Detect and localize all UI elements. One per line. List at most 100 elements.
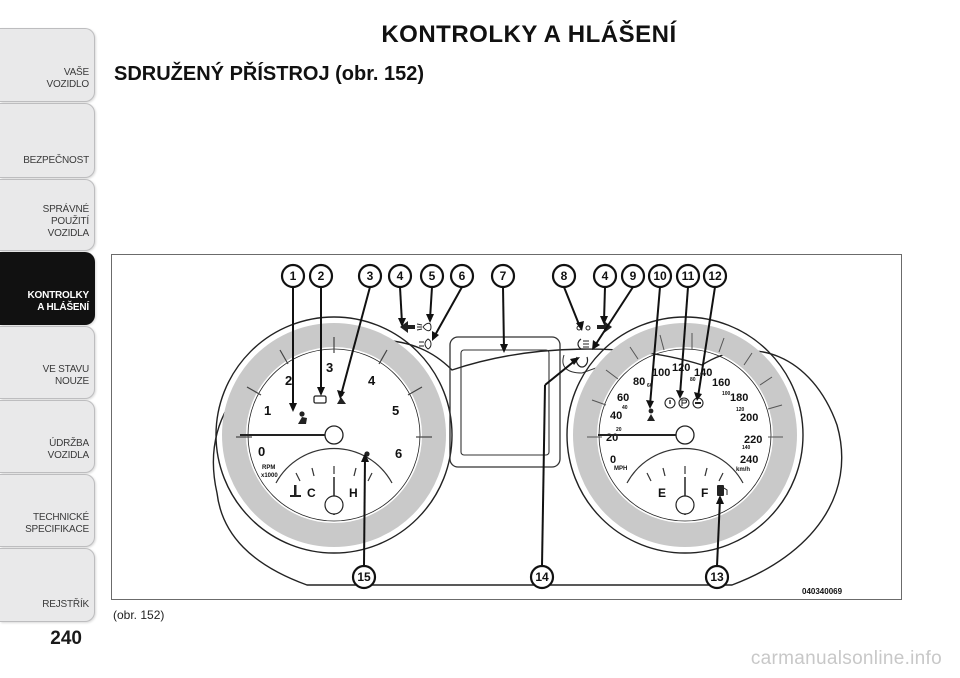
tach-num-2: 2: [285, 373, 292, 388]
page-number: 240: [50, 628, 82, 649]
tab-bezpecnost[interactable]: BEZPEČNOST: [0, 103, 95, 178]
low-beam-icon: [416, 322, 432, 332]
callout-1: 1: [280, 263, 306, 289]
tab-label: VAŠE VOZIDLO: [46, 67, 90, 90]
section-title: SDRUŽENÝ PŘÍSTROJ (obr. 152): [114, 63, 425, 85]
tab-label: BEZPEČNOST: [23, 155, 89, 166]
speed-mph-100: 100: [722, 391, 731, 397]
tab-label: REJSTŘÍK: [42, 599, 89, 610]
tachometer-outer: [215, 316, 453, 554]
callout-leaders: [292, 286, 721, 567]
tab-label: TECHNICKÉ SPECIFIKACE: [25, 512, 89, 535]
brake-warning-icon: [664, 397, 676, 409]
svg-text:8: 8: [561, 269, 568, 283]
svg-text:6: 6: [459, 269, 466, 283]
callout-15: 15: [351, 564, 377, 590]
center-display-screen: [460, 349, 550, 456]
speed-kmh-220: 220: [744, 434, 762, 446]
callout-13: 13: [704, 564, 730, 590]
speed-unit-kmh: km/h: [736, 467, 750, 473]
tach-num-6: 6: [395, 446, 402, 461]
tach-unit-x1000: x1000: [261, 473, 278, 479]
tab-udrzba[interactable]: ÚDRŽBA VOZIDLA: [0, 400, 95, 473]
speedo-warning-icons: [647, 397, 704, 421]
tab-label: VE STAVU NOUZE: [42, 364, 90, 387]
speed-kmh-60: 60: [617, 392, 629, 404]
callout-5: 5: [419, 263, 445, 289]
svg-text:2: 2: [318, 269, 325, 283]
svg-text:7: 7: [500, 269, 507, 283]
tab-label: SPRÁVNÉ POUŽITÍ VOZIDLA: [42, 204, 90, 239]
fuel-full-label: F: [701, 486, 708, 500]
svg-text:5: 5: [429, 269, 436, 283]
svg-text:4: 4: [397, 269, 404, 283]
callout-6: 6: [449, 263, 475, 289]
svg-text:4: 4: [602, 269, 609, 283]
tab-label: KONTROLKY A HLÁŠENÍ: [27, 290, 89, 313]
speedometer-ticks: [587, 333, 783, 438]
coolant-temp-icon: [290, 485, 301, 497]
temperature-gauge-arc: [275, 447, 393, 484]
callout-3: 3: [357, 263, 383, 289]
figure-code: 040340069: [802, 587, 843, 596]
tach-num-5: 5: [392, 403, 399, 418]
tab-label: ÚDRŽBA VOZIDLA: [47, 438, 90, 461]
turn-signal-left-icon: [400, 321, 415, 333]
center-display-frame: [449, 336, 561, 468]
tab-spravne-pouziti[interactable]: SPRÁVNÉ POUŽITÍ VOZIDLA: [0, 179, 95, 251]
speed-kmh-100: 100: [652, 367, 670, 379]
tab-vase-vozidlo[interactable]: VAŠE VOZIDLO: [0, 28, 95, 102]
temp-cold-label: C: [307, 486, 316, 500]
fuel-gauge-arc: [626, 447, 744, 484]
passenger-airbag-icon: [647, 408, 655, 421]
callout-9: 9: [620, 263, 646, 289]
speed-kmh-140: 140: [694, 367, 712, 379]
front-fog-light-icon: [419, 338, 432, 350]
instrument-cluster-figure: 0 1 2 3 4 5 6 RPM x1000 C H: [111, 254, 902, 600]
rear-fog-light-icon: [577, 338, 589, 350]
chapter-sidebar: VAŠE VOZIDLO BEZPEČNOST SPRÁVNÉ POUŽITÍ …: [0, 0, 98, 678]
tach-num-1: 1: [264, 403, 271, 418]
airbag-warning-icon: [298, 411, 307, 424]
tach-num-4: 4: [368, 373, 376, 388]
speed-kmh-40: 40: [610, 410, 622, 422]
speed-kmh-80: 80: [633, 376, 645, 388]
tyre-pressure-icon: [575, 356, 589, 368]
svg-text:14: 14: [535, 570, 549, 584]
tab-ve-stavu-nouze[interactable]: VE STAVU NOUZE: [0, 326, 95, 399]
callout-10: 10: [647, 263, 673, 289]
watermark: carmanualsonline.info: [750, 648, 942, 669]
tab-technicke[interactable]: TECHNICKÉ SPECIFIKACE: [0, 474, 95, 547]
tab-rejstrik[interactable]: REJSTŘÍK: [0, 548, 95, 622]
svg-text:9: 9: [630, 269, 637, 283]
speed-mph-20: 20: [616, 427, 622, 433]
turn-signal-right-icon: [597, 321, 612, 333]
engine-check-icon: [313, 395, 327, 404]
speed-unit-mph: MPH: [614, 466, 627, 472]
svg-text:15: 15: [357, 570, 371, 584]
callout-11: 11: [675, 263, 701, 289]
callout-8: 8: [551, 263, 577, 289]
callout-4-left: 4: [387, 263, 413, 289]
speed-kmh-240: 240: [740, 454, 758, 466]
svg-text:1: 1: [290, 269, 297, 283]
callout-2: 2: [308, 263, 334, 289]
speed-kmh-20: 20: [606, 432, 618, 444]
callout-14: 14: [529, 564, 555, 590]
speed-mph-80: 80: [690, 377, 696, 383]
callout-arrowheads: [289, 314, 724, 504]
svg-text:3: 3: [367, 269, 374, 283]
tach-num-3: 3: [326, 360, 333, 375]
speed-mph-60: 60: [647, 383, 653, 389]
svg-text:12: 12: [708, 269, 722, 283]
tachometer-ticks: [236, 337, 432, 438]
speed-kmh-200: 200: [740, 412, 758, 424]
callout-12: 12: [702, 263, 728, 289]
speed-mph-40: 40: [622, 405, 628, 411]
speed-kmh-160: 160: [712, 377, 730, 389]
figure-caption: (obr. 152): [113, 608, 165, 622]
tab-kontrolky[interactable]: KONTROLKY A HLÁŠENÍ: [0, 252, 95, 325]
svg-text:11: 11: [682, 269, 695, 283]
speed-kmh-180: 180: [730, 392, 748, 404]
tach-unit-rpm: RPM: [262, 465, 275, 471]
